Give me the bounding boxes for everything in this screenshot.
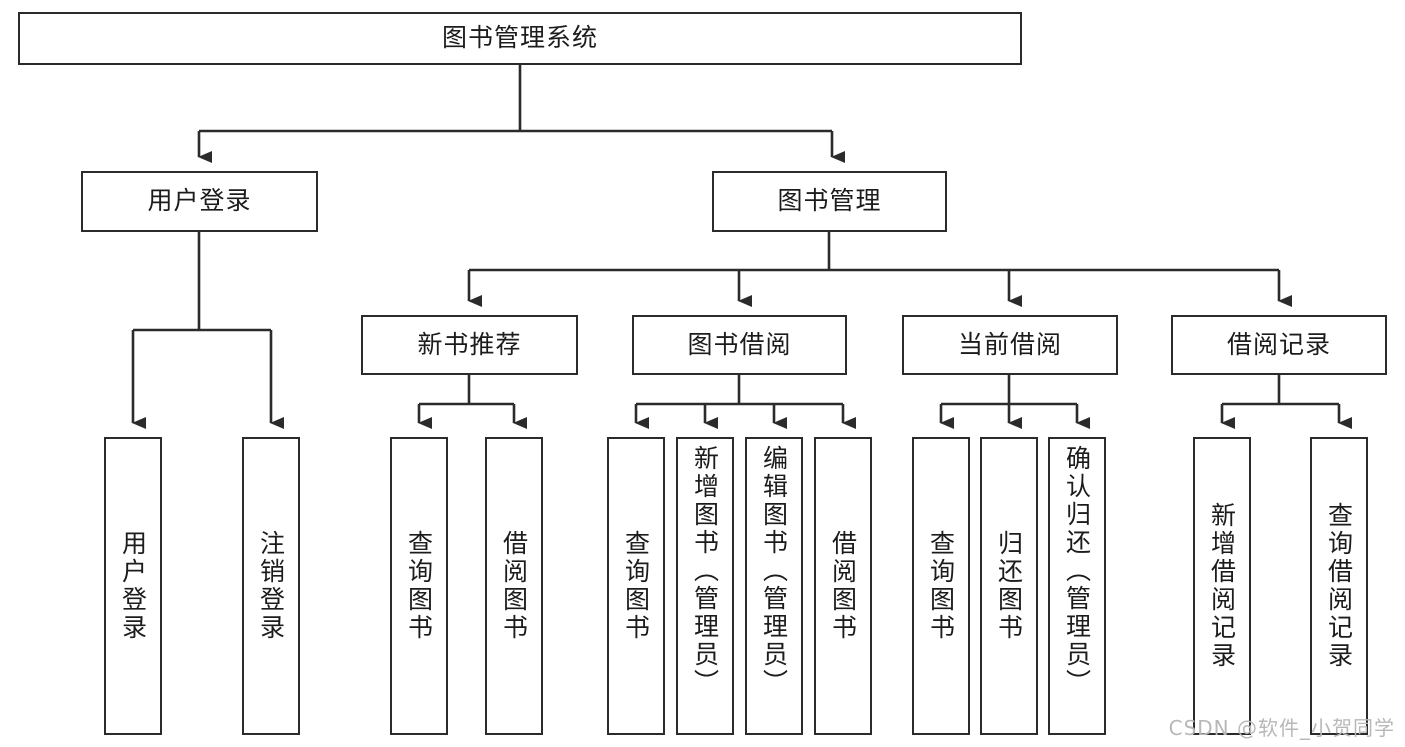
leaf-bookborrow-add-book-admin[interactable]: 新增图书（管理员） xyxy=(676,437,734,735)
node-label: 归还图书 xyxy=(994,530,1024,642)
node-label: 当前借阅 xyxy=(957,329,1062,359)
node-label: 查询图书 xyxy=(621,530,651,642)
leaf-borrowrecord-add-record[interactable]: 新增借阅记录 xyxy=(1193,437,1251,735)
node-book-management[interactable]: 图书管理 xyxy=(712,171,947,232)
node-book-management-system[interactable]: 图书管理系统 xyxy=(18,12,1022,65)
leaf-logout[interactable]: 注销登录 xyxy=(242,437,300,735)
leaf-bookborrow-edit-book-admin[interactable]: 编辑图书（管理员） xyxy=(745,437,803,735)
node-label: 查询借阅记录 xyxy=(1324,502,1354,670)
node-label: 新增图书（管理员） xyxy=(690,445,720,697)
node-current-borrow[interactable]: 当前借阅 xyxy=(902,315,1118,375)
node-user-login[interactable]: 用户登录 xyxy=(81,171,318,232)
leaf-user-login[interactable]: 用户登录 xyxy=(104,437,162,735)
node-label: 查询图书 xyxy=(404,530,434,642)
node-new-book-recommend[interactable]: 新书推荐 xyxy=(361,315,578,375)
leaf-currentborrow-confirm-return-admin[interactable]: 确认归还（管理员） xyxy=(1048,437,1106,735)
leaf-newbook-borrow-book[interactable]: 借阅图书 xyxy=(485,437,543,735)
node-label: 用户登录 xyxy=(118,530,148,642)
node-label: 图书借阅 xyxy=(687,329,792,359)
node-label: 注销登录 xyxy=(256,530,286,642)
node-label: 借阅图书 xyxy=(499,530,529,642)
node-label: 借阅记录 xyxy=(1226,329,1331,359)
leaf-bookborrow-borrow-book[interactable]: 借阅图书 xyxy=(814,437,872,735)
node-label: 图书管理 xyxy=(777,186,882,216)
node-label: 图书管理系统 xyxy=(441,23,598,53)
node-label: 用户登录 xyxy=(147,186,252,216)
node-book-borrow[interactable]: 图书借阅 xyxy=(632,315,847,375)
node-label: 借阅图书 xyxy=(828,530,858,642)
node-label: 新增借阅记录 xyxy=(1207,502,1237,670)
node-label: 新书推荐 xyxy=(417,329,522,359)
leaf-currentborrow-query-book[interactable]: 查询图书 xyxy=(912,437,970,735)
leaf-currentborrow-return-book[interactable]: 归还图书 xyxy=(980,437,1038,735)
node-label: 查询图书 xyxy=(926,530,956,642)
node-borrow-record[interactable]: 借阅记录 xyxy=(1171,315,1387,375)
leaf-borrowrecord-query-record[interactable]: 查询借阅记录 xyxy=(1310,437,1368,735)
leaf-newbook-query-book[interactable]: 查询图书 xyxy=(390,437,448,735)
node-label: 确认归还（管理员） xyxy=(1062,445,1092,697)
leaf-bookborrow-query-book[interactable]: 查询图书 xyxy=(607,437,665,735)
node-label: 编辑图书（管理员） xyxy=(759,445,789,697)
